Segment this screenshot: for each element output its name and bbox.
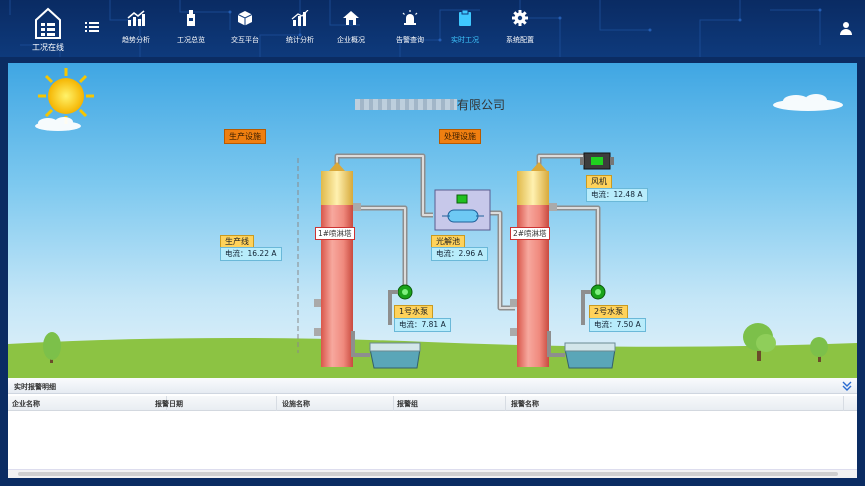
nav-label: 工况总览	[177, 36, 205, 44]
pump-2	[581, 284, 606, 325]
clipboard-icon	[459, 10, 471, 26]
fan-current: 电流：12.48 A	[586, 188, 648, 202]
nav-item-interaction[interactable]: 交互平台	[217, 10, 273, 52]
column-divider[interactable]	[843, 396, 844, 411]
bottom-strip	[0, 478, 865, 486]
scrollbar-thumb[interactable]	[18, 472, 838, 476]
redacted-company-prefix	[355, 99, 457, 110]
pump-2-label[interactable]: 2号水泵	[589, 305, 629, 319]
tree-icon	[743, 323, 776, 361]
fan-motor	[580, 152, 614, 170]
process-illustration	[8, 68, 857, 378]
column-header-date[interactable]: 报警日期	[155, 400, 183, 408]
tower-1-label[interactable]: 1#喷淋塔	[315, 227, 355, 240]
production-line-label[interactable]: 生产线	[220, 235, 254, 249]
production-line-current: 电流：16.22 A	[220, 247, 282, 261]
column-header-alarm-name[interactable]: 报警名称	[511, 400, 539, 408]
water-tank-1	[351, 331, 421, 369]
column-header-enterprise[interactable]: 企业名称	[12, 400, 40, 408]
menu-list-icon[interactable]	[85, 20, 99, 34]
realtime-process-diagram: 有限公司 生产设施 处理设施 生产线 电流：16.22 A 1#喷淋塔 2#喷淋…	[8, 63, 857, 378]
column-header-alarm-group[interactable]: 报警组	[397, 400, 418, 408]
alarm-table-header: 企业名称 报警日期 设施名称 报警组 报警名称	[8, 396, 857, 411]
app-logo[interactable]: 工况在线	[24, 4, 72, 54]
cloud-icon	[773, 94, 843, 111]
water-tank-2	[547, 331, 616, 369]
grass-ground	[8, 337, 857, 378]
cloud-icon	[35, 117, 81, 131]
pump-2-current: 电流：7.50 A	[589, 318, 646, 332]
top-navigation-bar: 工况在线 趋势分析 工况总览 交互平台 统计分析	[0, 0, 865, 57]
alarm-panel-header: 实时报警明细	[8, 378, 857, 394]
company-suffix: 有限公司	[457, 98, 506, 112]
nav-item-settings[interactable]: 系统配置	[492, 10, 548, 52]
alarm-table-body	[8, 412, 857, 468]
pump-1-label[interactable]: 1号水泵	[394, 305, 434, 319]
nav-label: 统计分析	[286, 36, 314, 44]
fan-label[interactable]: 风机	[586, 175, 612, 189]
nav-label: 企业概况	[337, 36, 365, 44]
alarm-panel-title: 实时报警明细	[14, 383, 56, 391]
pipe-network	[334, 153, 601, 311]
tower-2-label[interactable]: 2#喷淋塔	[510, 227, 550, 240]
nav-item-enterprise[interactable]: 企业概况	[323, 10, 379, 52]
nav-label: 系统配置	[506, 36, 534, 44]
trend-chart-icon	[127, 10, 145, 26]
column-divider[interactable]	[393, 396, 394, 411]
user-icon[interactable]	[839, 21, 853, 35]
column-divider[interactable]	[166, 396, 167, 411]
tree-icon	[43, 332, 61, 363]
home-icon	[343, 11, 359, 25]
tree-icon	[810, 337, 828, 362]
section-tag-production: 生产设施	[224, 129, 266, 144]
horizontal-scrollbar[interactable]	[8, 469, 857, 478]
factory-house-icon	[35, 7, 61, 39]
nav-label: 趋势分析	[122, 36, 150, 44]
column-header-facility[interactable]: 设施名称	[282, 400, 310, 408]
nav-item-overview[interactable]: 工况总览	[163, 10, 219, 52]
photolysis-current: 电流：2.96 A	[431, 247, 488, 261]
nav-item-realtime[interactable]: 实时工况	[437, 10, 493, 52]
section-tag-treatment: 处理设施	[439, 129, 481, 144]
sun-icon	[38, 68, 94, 124]
nav-item-alarm[interactable]: 告警查询	[382, 10, 438, 52]
pump-1	[388, 284, 413, 325]
nav-label: 告警查询	[396, 36, 424, 44]
cube-icon	[237, 11, 253, 26]
bar-chart-icon	[291, 10, 309, 26]
pump-1-current: 电流：7.81 A	[394, 318, 451, 332]
alarm-light-icon	[402, 10, 418, 25]
company-name: 有限公司	[355, 96, 505, 113]
nav-item-statistics[interactable]: 统计分析	[272, 10, 328, 52]
column-divider[interactable]	[505, 396, 506, 411]
collapse-chevron-icon[interactable]	[841, 380, 853, 392]
nav-label: 实时工况	[451, 36, 479, 44]
alarm-detail-panel: 实时报警明细 企业名称 报警日期 设施名称 报警组 报警名称	[8, 378, 857, 478]
column-divider[interactable]	[276, 396, 277, 411]
factory-icon	[187, 10, 195, 26]
nav-item-trend[interactable]: 趋势分析	[108, 10, 164, 52]
photolysis-unit	[434, 189, 491, 231]
app-logo-label: 工况在线	[32, 43, 64, 52]
nav-label: 交互平台	[231, 36, 259, 44]
gear-icon	[512, 10, 528, 26]
